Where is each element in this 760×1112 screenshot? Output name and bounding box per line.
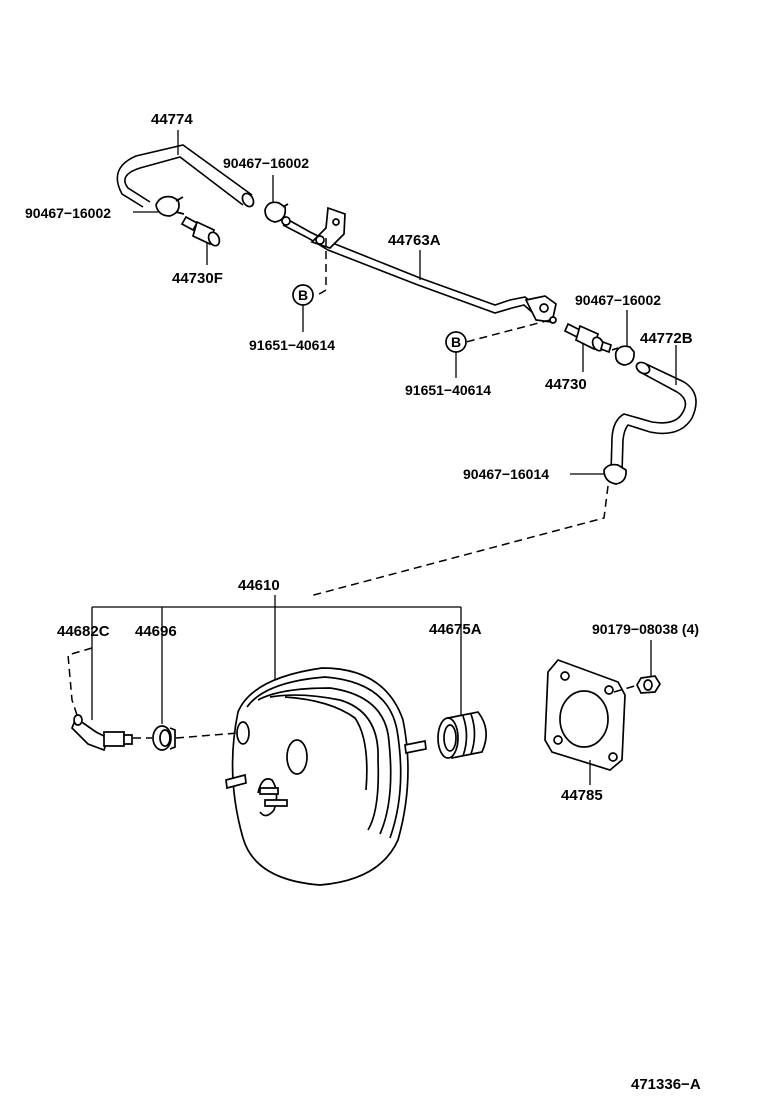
bracket-right[interactable] [524, 295, 557, 324]
label-44675A: 44675A [429, 621, 482, 638]
label-44730F: 44730F [172, 270, 223, 287]
label-90467-16002-a: 90467−16002 [25, 205, 111, 221]
label-44610: 44610 [238, 577, 280, 594]
label-90467-16002-b: 90467−16002 [223, 155, 309, 171]
nut-90179-08038[interactable] [636, 675, 662, 694]
ref-circle-b2: B [445, 331, 467, 353]
dashed-ref-b1 [315, 238, 327, 297]
brake-booster-44610[interactable] [225, 667, 427, 886]
union-44730[interactable] [563, 322, 613, 354]
label-44785: 44785 [561, 787, 603, 804]
hose-44772B[interactable] [610, 360, 697, 474]
union-44730F[interactable] [180, 215, 221, 247]
grommet-44696[interactable] [152, 725, 176, 751]
dashed-ref-44682C [67, 647, 93, 719]
label-44682C: 44682C [57, 623, 110, 640]
label-90179-08038: 90179−08038 (4) [592, 621, 699, 637]
boot-44675A[interactable] [437, 711, 487, 760]
gasket-44785[interactable] [544, 658, 626, 771]
elbow-44682C[interactable] [71, 714, 133, 752]
clip-90467-16002-right[interactable] [611, 345, 635, 366]
clip-90467-16002-mid[interactable] [264, 201, 289, 223]
clip-90467-16014[interactable] [603, 463, 627, 485]
svg-text:B: B [298, 287, 308, 303]
pipe-44763A[interactable] [281, 216, 536, 314]
svg-text:B: B [451, 334, 461, 350]
bracket-left[interactable] [310, 206, 346, 249]
hose-44774[interactable] [116, 144, 255, 209]
label-44730: 44730 [545, 376, 587, 393]
dashed-grommet-to-booster [175, 732, 239, 739]
dashed-ref-b2 [465, 319, 551, 343]
dashed-ref-hose-to-booster [309, 485, 609, 597]
figure-code: 471336−A [631, 1076, 701, 1093]
ref-circle-b1: B [292, 284, 314, 306]
label-44774: 44774 [151, 111, 193, 128]
label-44772B: 44772B [640, 330, 693, 347]
dashed-gasket-to-nut [613, 684, 639, 693]
label-91651-40614-b: 91651−40614 [405, 382, 491, 398]
group-bracket-44610 [91, 595, 462, 724]
label-44763A: 44763A [388, 232, 441, 249]
label-90467-16014: 90467−16014 [463, 466, 549, 482]
label-90467-16002-c: 90467−16002 [575, 292, 661, 308]
label-44696: 44696 [135, 623, 177, 640]
clip-90467-16002-left[interactable] [155, 195, 185, 217]
label-91651-40614-a: 91651−40614 [249, 337, 335, 353]
